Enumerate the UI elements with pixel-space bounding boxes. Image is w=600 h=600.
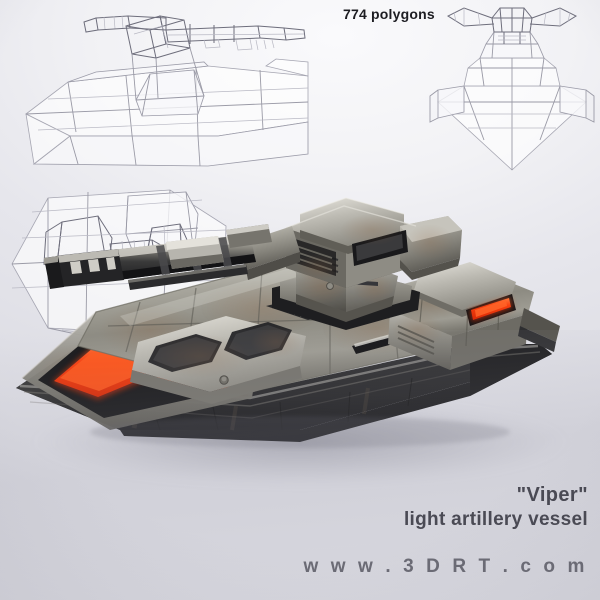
stern [388,262,560,370]
website-watermark: w w w . 3 D R T . c o m [303,556,588,577]
vessel-render [0,130,600,490]
model-subtitle: light artillery vessel [403,508,588,530]
stern-glow-panel [466,294,516,326]
cannon [44,224,300,290]
turret [285,197,462,288]
model-name: "Viper" [516,484,588,506]
deck-hatch-block [130,316,306,404]
model-title-block: "Viper" light artillery vessel [300,484,588,531]
polygon-count-label: 774 polygons [343,6,435,22]
